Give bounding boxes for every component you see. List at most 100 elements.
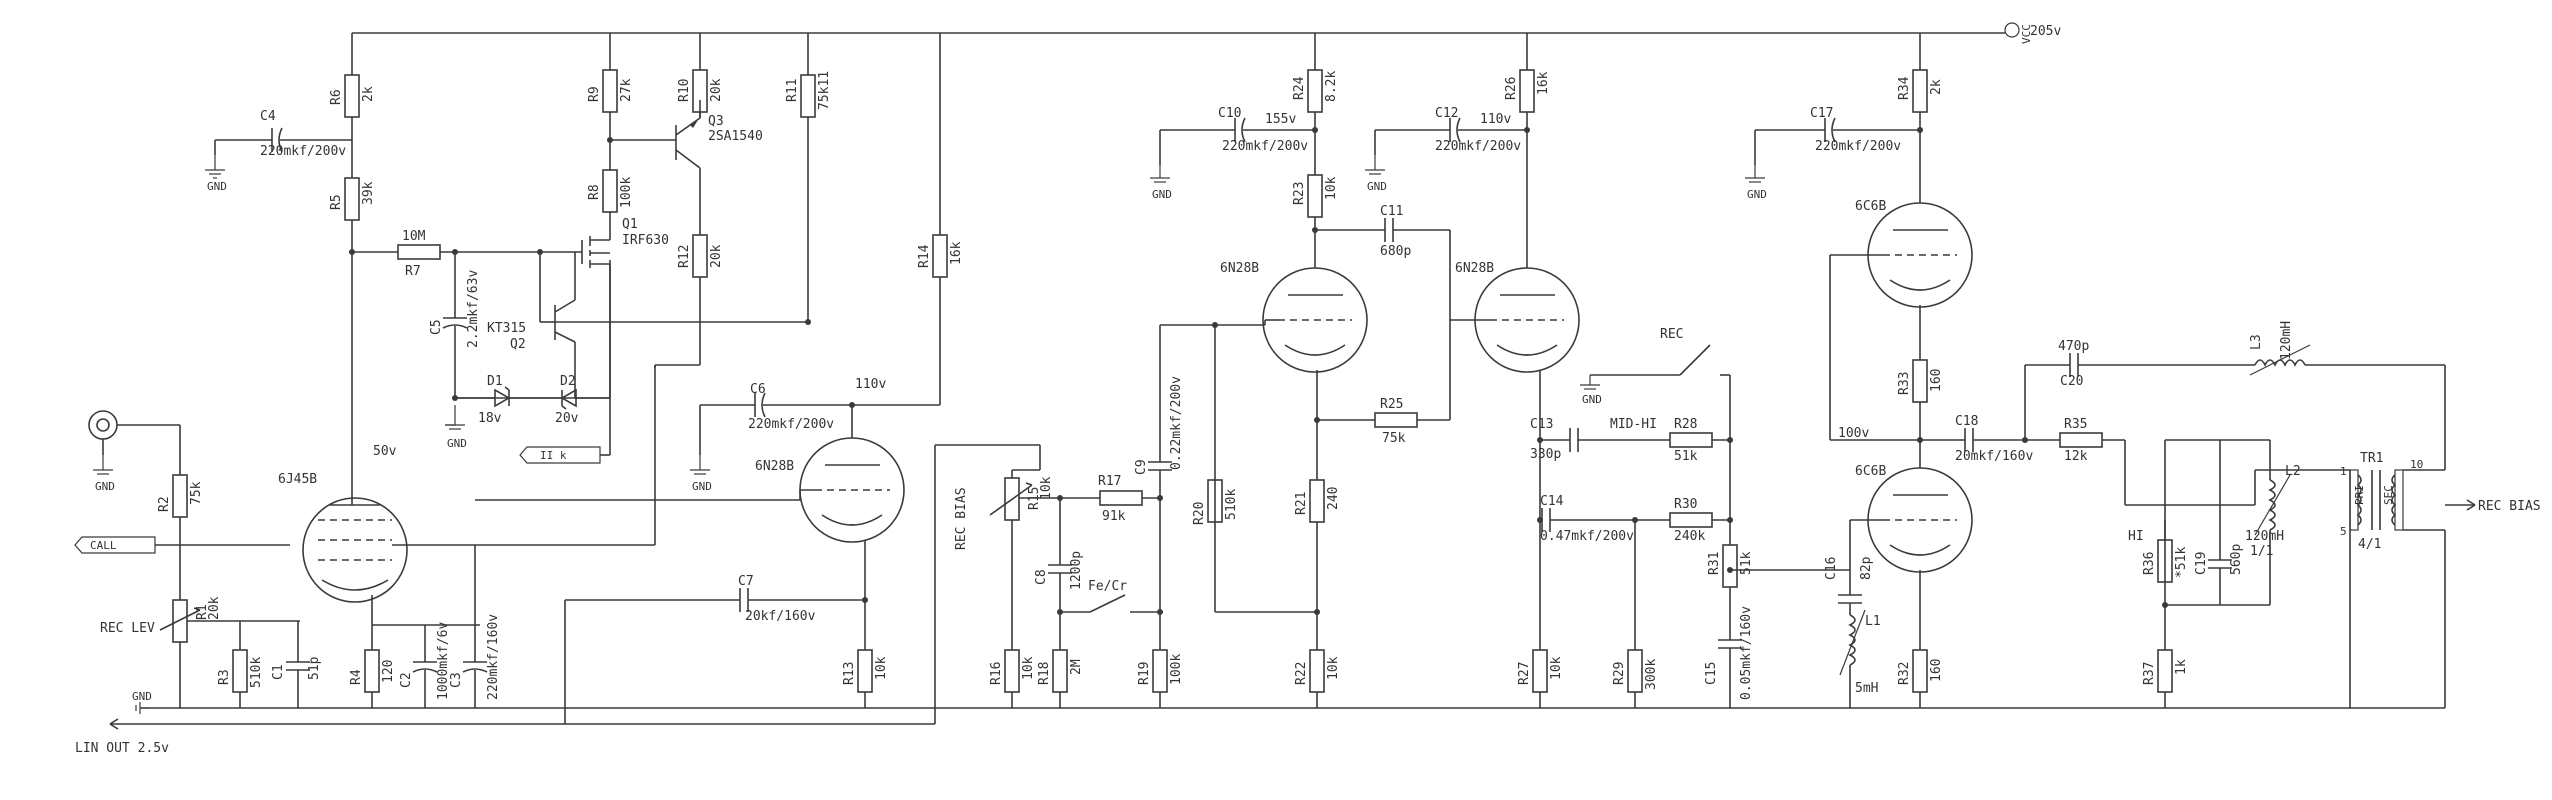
svg-text:16k: 16k (949, 241, 964, 265)
svg-text:0.47mkf/200v: 0.47mkf/200v (1540, 529, 1634, 544)
svg-text:IRF630: IRF630 (622, 233, 669, 248)
svg-text:C20: C20 (2060, 374, 2083, 389)
tube-6c6b-1: 6C6B (1855, 199, 1973, 308)
svg-text:R10: R10 (677, 79, 692, 102)
svg-text:C17: C17 (1810, 106, 1833, 121)
svg-text:2k: 2k (361, 86, 376, 102)
svg-text:R31: R31 (1707, 552, 1722, 575)
svg-text:R16: R16 (989, 662, 1004, 685)
svg-text:R2: R2 (157, 496, 172, 512)
svg-text:120mH: 120mH (2279, 321, 2294, 360)
svg-text:C11: C11 (1380, 204, 1403, 219)
rec-level-pot[interactable]: R1 20k REC LEV (100, 596, 300, 708)
svg-text:R6: R6 (329, 89, 344, 105)
svg-text:R35: R35 (2064, 417, 2087, 432)
svg-text:C18: C18 (1955, 414, 1978, 429)
zener-d2: D2 20v (509, 374, 579, 426)
voltage-155v: 155v (1265, 112, 1296, 127)
tube-ref: 6N28B (755, 459, 794, 474)
rec-lev-label: REC LEV (100, 621, 155, 636)
svg-text:0.05mkf/160v: 0.05mkf/160v (1739, 606, 1754, 700)
svg-text:D2: D2 (560, 374, 576, 389)
voltage-50v: 50v (373, 444, 397, 459)
ground-symbol: GND (690, 455, 712, 493)
svg-text:470p: 470p (2058, 339, 2089, 354)
resistor-r27: R27 10k (1517, 649, 1564, 708)
input-jack (88, 410, 181, 470)
resistor-r29: R29 300k (1612, 649, 1659, 708)
svg-text:R28: R28 (1674, 417, 1697, 432)
svg-text:51k: 51k (1674, 449, 1698, 464)
svg-text:R1: R1 (195, 604, 210, 620)
svg-text:10k: 10k (1549, 656, 1564, 680)
svg-text:300k: 300k (1644, 659, 1659, 690)
capacitor-c17: C17 220mkf/200v (1754, 106, 1920, 165)
svg-text:27k: 27k (619, 78, 634, 102)
resistor-r25: R25 75k (1317, 325, 1451, 446)
rec-bias-out-label: REC BIAS (2478, 499, 2541, 514)
svg-text:R20: R20 (1192, 502, 1207, 525)
svg-text:10M: 10M (402, 229, 426, 244)
svg-text:220mkf/200v: 220mkf/200v (1222, 139, 1308, 154)
svg-text:R14: R14 (917, 244, 932, 268)
resistor-r24: R24 8.2k (1292, 33, 1339, 130)
tube-6n28b-1: 6N28B (755, 437, 905, 543)
b-plus-rail (352, 22, 2020, 38)
tube-ref: 6J45B (278, 472, 317, 487)
svg-text:120: 120 (381, 660, 396, 683)
svg-text:330p: 330p (1530, 447, 1561, 462)
svg-text:C5: C5 (429, 319, 444, 335)
svg-text:R12: R12 (677, 245, 692, 268)
transistor-q2: KT315 Q2 (487, 252, 808, 398)
svg-text:91k: 91k (1102, 509, 1126, 524)
svg-text:R33: R33 (1897, 372, 1912, 395)
capacitor-c15: C15 0.05mkf/160v (1704, 606, 1754, 708)
tube-6n28b-3: 6N28B (1455, 261, 1580, 373)
tube-ref: 6C6B (1855, 464, 1886, 479)
fe-cr-switch[interactable]: Fe/Cr (1060, 579, 1160, 613)
svg-text:2M: 2M (1069, 659, 1084, 675)
svg-text:PRI: PRI (2353, 485, 2366, 505)
svg-text:R11: R11 (785, 79, 800, 102)
svg-text:R23: R23 (1292, 182, 1307, 205)
resistor-r9: R9 27k (587, 33, 634, 170)
svg-text:20k: 20k (709, 78, 724, 102)
svg-text:R4: R4 (349, 669, 364, 685)
svg-text:R27: R27 (1517, 662, 1532, 685)
capacitor-c11: C11 680p (1315, 204, 1451, 325)
resistor-r21: R21 240 (1294, 395, 1341, 612)
svg-text:510k: 510k (249, 657, 264, 688)
svg-text:C4: C4 (260, 109, 276, 124)
capacitor-c3: C3 220mkf/160v (449, 545, 501, 708)
rec-bias-label: REC BIAS (954, 487, 969, 550)
capacitor-c19: C19 560p (2194, 440, 2244, 605)
svg-text:R13: R13 (842, 662, 857, 685)
svg-text:C19: C19 (2194, 552, 2209, 575)
rec-switch[interactable]: REC (1590, 327, 1730, 376)
svg-text:C1: C1 (271, 664, 286, 680)
capacitor-c20: 470p C20 (2025, 339, 2255, 389)
svg-text:GND: GND (95, 480, 115, 493)
capacitor-c8: C8 1200p (1034, 498, 1084, 612)
svg-text:GND: GND (1582, 393, 1602, 406)
svg-text:R32: R32 (1897, 662, 1912, 685)
rec-bias-pot[interactable]: R15 10k REC BIAS (954, 470, 1054, 650)
resistor-r28: R28 51k (1669, 417, 1730, 464)
capacitor-c6: C6 220mkf/200v (700, 382, 852, 432)
inductor-l1: L1 5mH (1839, 609, 1881, 708)
svg-text:R21: R21 (1294, 492, 1309, 515)
resistor-r32: R32 160 (1897, 649, 1944, 708)
svg-text:R22: R22 (1294, 662, 1309, 685)
voltage-100v: 100v (1838, 426, 1869, 441)
resistor-r5: R5 39k (329, 175, 376, 505)
resistor-r12: R12 20k (677, 168, 724, 365)
svg-text:120mH: 120mH (2245, 529, 2284, 544)
svg-text:82p: 82p (1859, 556, 1874, 580)
tube-ref: 6N28B (1455, 261, 1494, 276)
resistor-r16: R16 10k (989, 649, 1036, 708)
capacitor-c9: C9 0.22mkf/200v (1134, 324, 1265, 498)
svg-text:R25: R25 (1380, 397, 1403, 412)
svg-text:100k: 100k (619, 177, 634, 208)
voltage-110v-b: 110v (1480, 112, 1511, 127)
svg-text:GND: GND (1152, 188, 1172, 201)
